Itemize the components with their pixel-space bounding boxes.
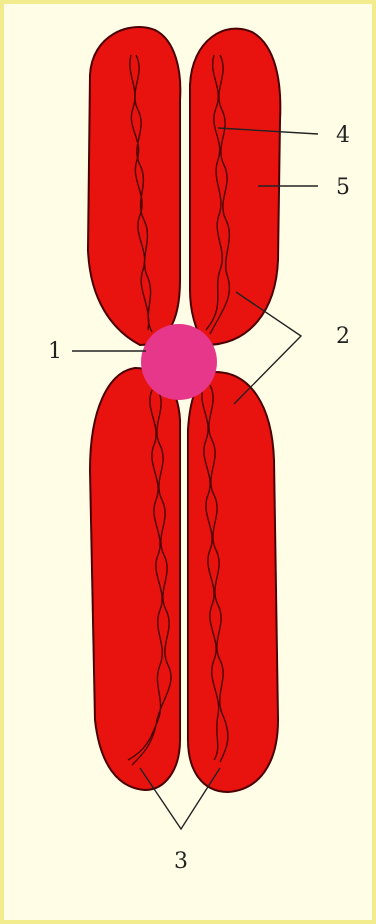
label-4: 4	[336, 123, 350, 148]
chromatid-upper-left	[88, 27, 180, 345]
label-2: 2	[336, 324, 350, 349]
label-3: 3	[174, 849, 188, 874]
chromatid-upper-right	[190, 29, 280, 345]
chromatid-lower-left	[90, 368, 180, 790]
centromere	[141, 324, 217, 400]
label-1: 1	[48, 339, 62, 364]
chromatid-lower-right	[188, 372, 278, 792]
label-5: 5	[336, 175, 350, 200]
